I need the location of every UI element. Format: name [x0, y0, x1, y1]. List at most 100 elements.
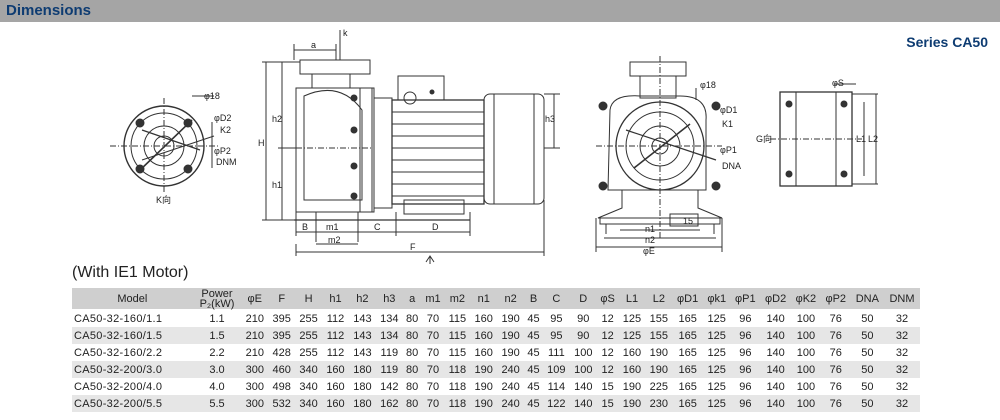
dim-B-label: B [302, 222, 308, 232]
left-d2-label: φD2 [214, 113, 231, 123]
table-header-cell: n1 [470, 288, 498, 310]
table-cell: 165 [672, 344, 703, 361]
mid-k1-label: K1 [722, 119, 733, 129]
table-cell: 160 [618, 344, 646, 361]
table-cell: 100 [569, 344, 597, 361]
table-cell: 12 [596, 344, 619, 361]
table-cell: 190 [618, 378, 646, 395]
right-g-label: G向 [756, 133, 772, 144]
table-cell: 96 [730, 378, 761, 395]
table-cell: 190 [470, 395, 498, 412]
left-phi18-label: φ18 [204, 91, 220, 101]
table-cell: 190 [497, 309, 525, 327]
table-cell: 15 [596, 395, 619, 412]
table-cell: 160 [470, 309, 498, 327]
table-cell: 300 [241, 395, 269, 412]
table-cell: 32 [884, 327, 920, 344]
mid-d1-label: φD1 [720, 105, 737, 115]
table-cell: 76 [820, 309, 851, 327]
table-cell: 45 [524, 378, 543, 395]
table-cell: 80 [402, 309, 422, 327]
table-header-cell: φD2 [760, 288, 791, 310]
table-cell: 70 [421, 344, 445, 361]
dim-m1-label: m1 [326, 222, 339, 232]
table-cell: 165 [672, 361, 703, 378]
table-cell: 12 [596, 309, 619, 327]
table-header-cell: DNA [850, 288, 885, 310]
table-cell: 428 [268, 344, 296, 361]
table-cell: 80 [402, 344, 422, 361]
table-cell: 143 [348, 309, 376, 327]
table-header-cell: DNM [884, 288, 920, 310]
table-cell: 125 [702, 378, 731, 395]
table-cell: 90 [569, 327, 597, 344]
table-cell: 112 [322, 309, 349, 327]
table-cell: 32 [884, 309, 920, 327]
table-cell: 134 [375, 327, 403, 344]
dim-k-label: k [343, 28, 348, 38]
table-cell: 45 [524, 395, 543, 412]
table-header-cell: B [524, 288, 543, 310]
table-cell: 100 [790, 361, 821, 378]
dim-F-label: F [410, 242, 416, 252]
table-cell: 125 [618, 327, 646, 344]
table-cell: 1.5 [192, 327, 242, 344]
table-cell: 118 [444, 378, 471, 395]
table-cell: 190 [497, 344, 525, 361]
table-cell: 160 [470, 327, 498, 344]
table-cell: 143 [348, 327, 376, 344]
table-cell: 70 [421, 395, 445, 412]
table-header-cell: m1 [421, 288, 445, 310]
table-cell: 190 [470, 378, 498, 395]
table-cell: 340 [295, 378, 323, 395]
table-cell: 155 [645, 327, 673, 344]
dim-m2-label: m2 [328, 235, 341, 245]
table-header-cell: φk1 [702, 288, 731, 310]
table-cell: 165 [672, 309, 703, 327]
table-cell: 95 [542, 309, 570, 327]
model-cell: CA50-32-160/2.2 [72, 344, 193, 361]
table-cell: 134 [375, 309, 403, 327]
table-cell: 160 [322, 395, 349, 412]
table-cell: 460 [268, 361, 296, 378]
model-cell: CA50-32-200/5.5 [72, 395, 193, 412]
model-cell: CA50-32-200/3.0 [72, 361, 193, 378]
table-cell: 80 [402, 395, 422, 412]
table-cell: 115 [444, 344, 471, 361]
dim-h3-label: h3 [545, 114, 555, 124]
table-cell: 96 [730, 395, 761, 412]
series-label: Series CA50 [906, 34, 988, 50]
table-cell: 70 [421, 378, 445, 395]
left-flange-view: φ18 φD2 K2 φP2 DNM K向 [110, 91, 237, 205]
table-cell: 180 [348, 395, 376, 412]
table-header-cell: φD1 [672, 288, 703, 310]
table-cell: 45 [524, 361, 543, 378]
table-cell: 32 [884, 361, 920, 378]
table-cell: 76 [820, 344, 851, 361]
table-cell: 70 [421, 309, 445, 327]
front-view: φ18 φD1 K1 φP1 DNA 15 n1 n2 φE [595, 56, 741, 256]
mid-15-label: 15 [683, 216, 693, 226]
table-header-cell: a [402, 288, 422, 310]
table-cell: 140 [760, 395, 791, 412]
table-cell: 95 [542, 327, 570, 344]
table-cell: 3.0 [192, 361, 242, 378]
model-cell: CA50-32-160/1.1 [72, 309, 193, 327]
table-cell: 162 [375, 395, 403, 412]
table-cell: 100 [790, 309, 821, 327]
mid-dna-label: DNA [722, 161, 741, 171]
table-cell: 50 [850, 378, 885, 395]
table-cell: 111 [542, 344, 570, 361]
table-cell: 210 [241, 344, 269, 361]
table-cell: 112 [322, 344, 349, 361]
table-cell: 240 [497, 378, 525, 395]
table-cell: 140 [760, 309, 791, 327]
left-k2-label: K2 [220, 125, 231, 135]
table-cell: 180 [348, 361, 376, 378]
